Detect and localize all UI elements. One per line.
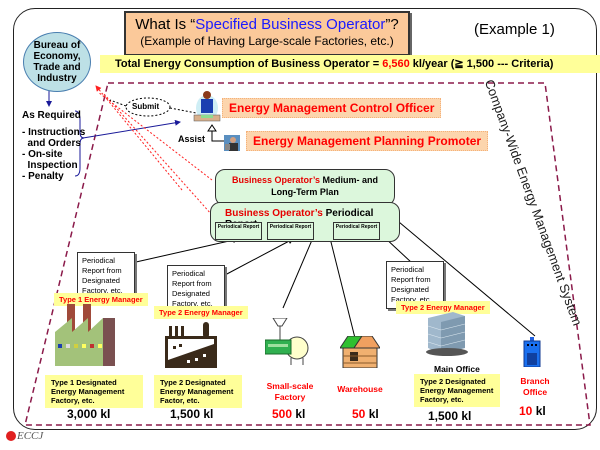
energy-manager-badge: Type 2 Energy Manager [154, 306, 248, 319]
eccj-logo-icon [6, 431, 16, 442]
title-box: What Is “Specified Business Operator”? (… [124, 11, 410, 56]
facility-small-factory-amount: 500 kl [272, 407, 306, 421]
instructions-arrow [82, 119, 181, 139]
report-arrow-2 [97, 91, 213, 181]
periodical-report-item: Periodical Report [333, 222, 380, 240]
role-control-officer: Energy Management Control Officer [222, 98, 442, 118]
periodical-report-item: Periodical Report [267, 222, 314, 240]
assist-label: Assist [178, 134, 206, 144]
facility-type2-amount: 1,500 kl [170, 407, 214, 421]
page-subtitle: (Example of Having Large-scale Factories… [140, 34, 394, 48]
main-office-label: Main Office [434, 364, 480, 374]
facility-branch-office-label: Branch Office [520, 376, 550, 397]
company-boundary [24, 82, 591, 426]
report-arrow-1 [95, 85, 183, 191]
designated-report-note: Periodical Report from Designated Factor… [167, 265, 225, 313]
energy-manager-badge: Type 2 Energy Manager [396, 301, 490, 314]
example-label: (Example 1) [474, 21, 555, 38]
bureau-node: Bureau of Economy, Trade and Industry [23, 32, 91, 92]
assist-arrow [211, 128, 224, 142]
type1-factory-icon [55, 304, 115, 366]
facility-type1-amount: 3,000 kl [67, 407, 111, 421]
facility-main-office-amount: 1,500 kl [428, 409, 472, 423]
eccj-logo: ECCJ [6, 430, 43, 442]
facility-warehouse-label: Warehouse [337, 384, 383, 394]
submit-label: Submit [132, 102, 160, 111]
report-arrow-3 [103, 93, 213, 216]
officer-person-icon [193, 91, 221, 122]
facility-warehouse-amount: 50 kl [352, 407, 379, 421]
branch-office-icon [523, 337, 541, 367]
submit-bubble [125, 97, 171, 117]
facility-main-office-label: Type 2 Designated Energy Management Fact… [414, 374, 500, 407]
energy-manager-badge: Type 1 Energy Manager [54, 293, 148, 306]
page-title: What Is “Specified Business Operator”? [135, 16, 399, 33]
office-building-icon [426, 312, 468, 356]
facility-small-factory-label: Small-scale Factory [266, 381, 314, 402]
promoter-person-icon [224, 135, 240, 151]
as-required-list: As Required - Instructions and Orders - … [22, 110, 86, 182]
facility-type2-label: Type 2 Designated Energy Management Fact… [154, 375, 242, 408]
slide-frame [13, 8, 597, 430]
periodical-report-item: Periodical Report [215, 222, 262, 240]
type2-factory-icon [165, 322, 217, 368]
role-planning-promoter: Energy Management Planning Promoter [246, 131, 489, 151]
small-factory-icon [265, 318, 309, 365]
total-consumption: Total Energy Consumption of Business Ope… [100, 55, 600, 73]
facility-branch-office-amount: 10 kl [519, 404, 546, 418]
facility-type1-label: Type 1 Designated Energy Management Fact… [45, 375, 143, 408]
warehouse-icon [340, 336, 380, 368]
